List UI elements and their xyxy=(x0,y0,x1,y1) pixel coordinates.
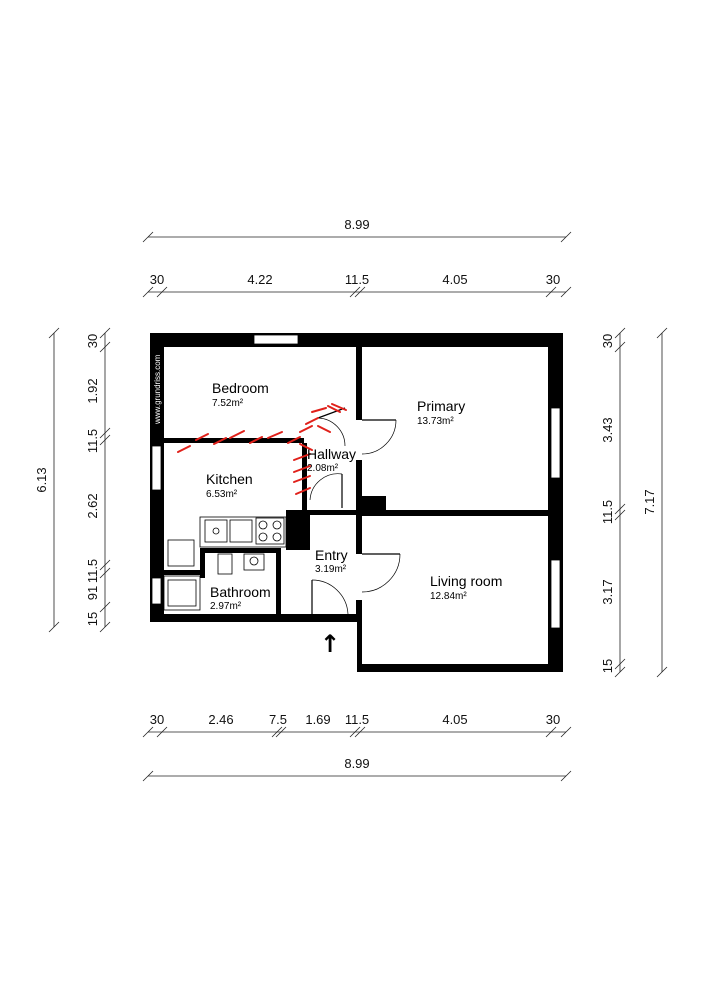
room-name-bedroom: Bedroom xyxy=(212,380,269,396)
bottom-seg-6: 30 xyxy=(546,712,560,727)
room-name-living: Living room xyxy=(430,573,502,589)
left-seg-5: 91 xyxy=(85,586,100,600)
left-seg-4: 11.5 xyxy=(85,559,100,583)
entrance-arrow-icon: ↑ xyxy=(320,630,340,658)
room-area-bedroom: 7.52m² xyxy=(212,398,244,409)
bottom-seg-1: 2.46 xyxy=(208,712,233,727)
room-area-hallway: 2.08m² xyxy=(307,463,339,474)
room-name-entry: Entry xyxy=(315,547,348,563)
red-markings xyxy=(177,403,347,495)
fixtures xyxy=(163,516,287,611)
window-primary xyxy=(550,407,561,479)
room-name-kitchen: Kitchen xyxy=(206,471,253,487)
left-seg-3: 2.62 xyxy=(85,493,100,518)
room-area-bathroom: 2.97m² xyxy=(210,601,242,612)
bottom-total-dim: 8.99 xyxy=(344,756,369,771)
right-seg-4: 15 xyxy=(600,659,615,673)
right-seg-3: 3.17 xyxy=(600,579,615,604)
room-area-primary: 13.73m² xyxy=(417,416,454,427)
room-area-living: 12.84m² xyxy=(430,591,467,602)
windows xyxy=(151,334,561,629)
left-total-dim: 6.13 xyxy=(34,467,49,492)
bottom-seg-0: 30 xyxy=(150,712,164,727)
top-seg-4: 30 xyxy=(546,272,560,287)
bottom-seg-4: 11.5 xyxy=(345,712,369,727)
room-area-entry: 3.19m² xyxy=(315,564,347,575)
left-seg-1: 1.92 xyxy=(85,378,100,403)
window-kitchen xyxy=(151,445,162,491)
dimensions-left: 6.13 30 1.92 11.5 2.62 11.5 91 15 xyxy=(34,327,111,633)
right-seg-0: 30 xyxy=(600,334,615,348)
top-seg-1: 4.22 xyxy=(247,272,272,287)
right-seg-2: 11.5 xyxy=(600,500,615,524)
top-seg-2: 11.5 xyxy=(345,272,369,287)
watermark: www.grundriss.com xyxy=(153,354,162,425)
dimensions-top: 8.99 30 4.22 11.5 4.05 30 xyxy=(142,217,572,298)
bottom-seg-3: 1.69 xyxy=(305,712,330,727)
toilet-icon xyxy=(217,553,233,575)
window-living xyxy=(550,559,561,629)
top-seg-0: 30 xyxy=(150,272,164,287)
room-name-bathroom: Bathroom xyxy=(210,584,271,600)
doors xyxy=(309,407,401,615)
right-seg-1: 3.43 xyxy=(600,417,615,442)
room-name-primary: Primary xyxy=(417,398,465,414)
room-area-kitchen: 6.53m² xyxy=(206,489,238,500)
top-total-dim: 8.99 xyxy=(344,217,369,232)
appliance-box xyxy=(167,539,195,567)
room-name-hallway: Hallway xyxy=(307,446,356,462)
window-bath xyxy=(151,577,162,605)
bottom-seg-2: 7.5 xyxy=(269,712,287,727)
window-bedroom xyxy=(253,334,299,345)
room-labels: Bedroom 7.52m² Primary 13.73m² Kitchen 6… xyxy=(206,380,502,612)
left-seg-0: 30 xyxy=(85,334,100,348)
dimensions-bottom: 30 2.46 7.5 1.69 11.5 4.05 30 8.99 xyxy=(142,712,572,782)
dimensions-right: 30 3.43 11.5 3.17 15 7.17 xyxy=(600,327,668,678)
left-seg-6: 15 xyxy=(85,612,100,626)
left-seg-2: 11.5 xyxy=(85,429,100,453)
bottom-seg-5: 4.05 xyxy=(442,712,467,727)
top-seg-3: 4.05 xyxy=(442,272,467,287)
right-total-dim: 7.17 xyxy=(642,489,657,514)
